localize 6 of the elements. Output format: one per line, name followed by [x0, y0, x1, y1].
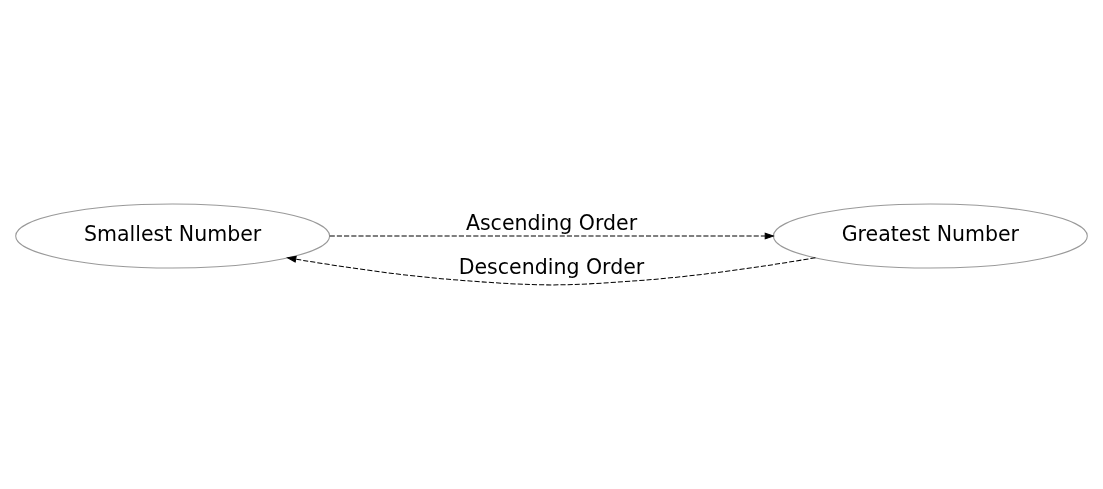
node-ellipse: Smallest Number: [15, 203, 331, 269]
edge-label: Ascending Order: [465, 210, 638, 235]
edge-label: Descending Order: [458, 254, 645, 279]
arrow: [329, 232, 775, 240]
node-ellipse: Greatest Number: [772, 203, 1088, 269]
arrow: [286, 255, 816, 286]
